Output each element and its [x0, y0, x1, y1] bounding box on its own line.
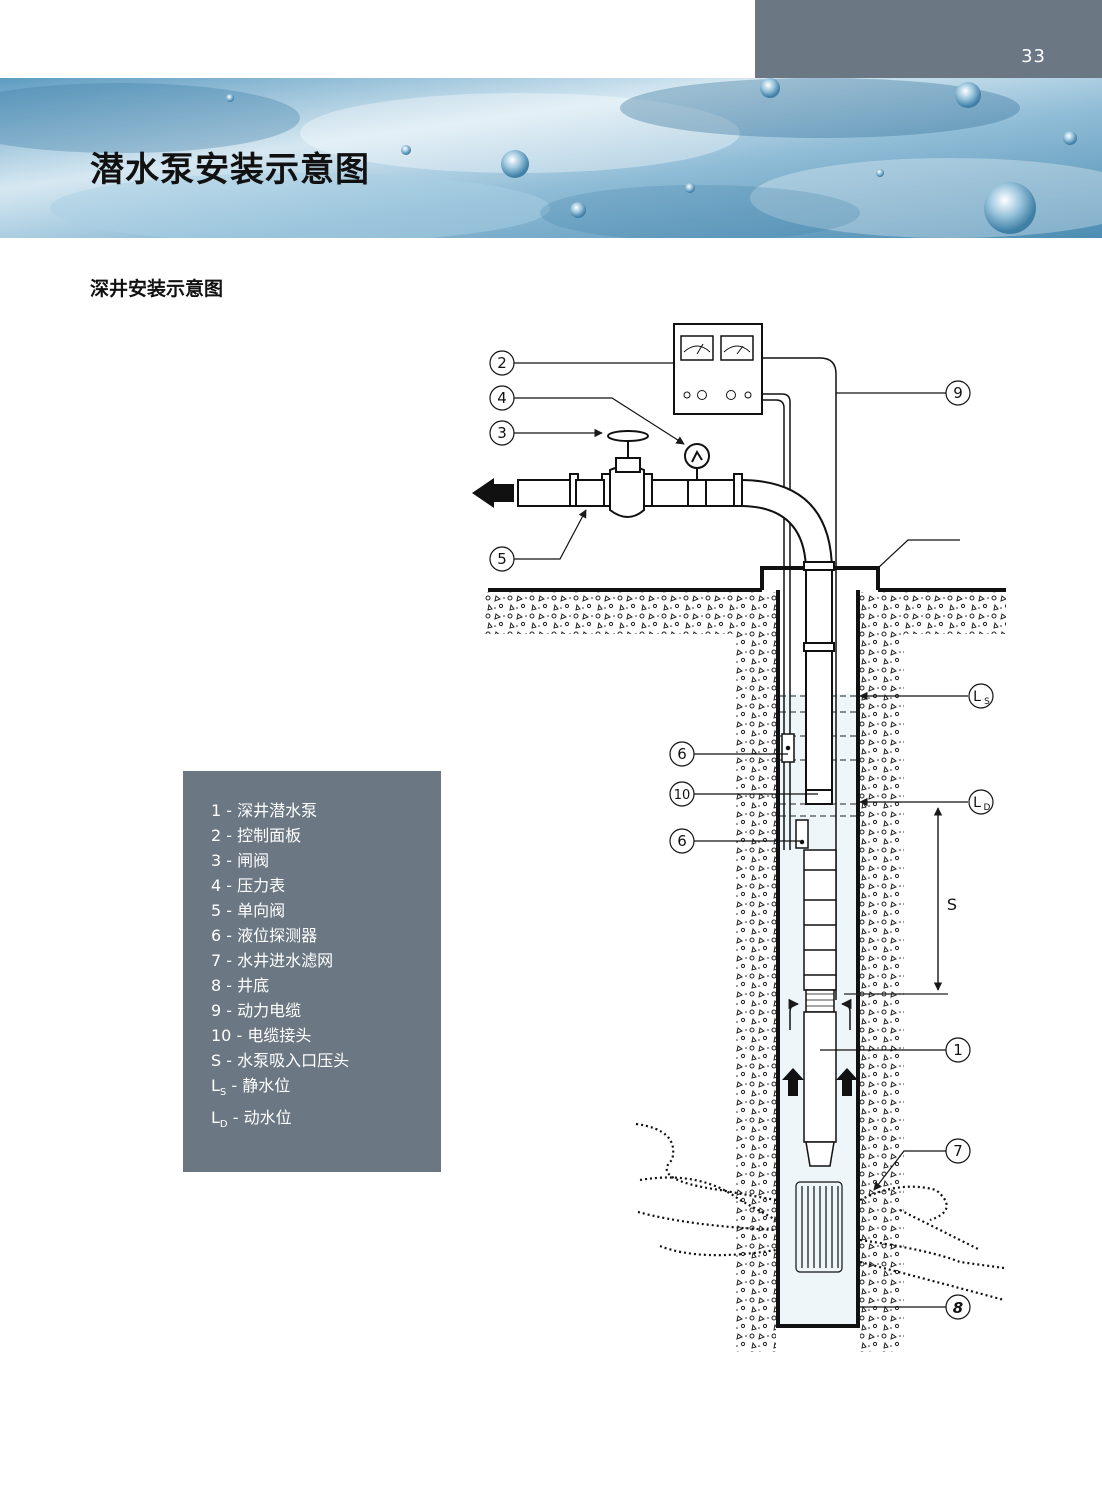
svg-text:3: 3 [497, 424, 507, 442]
legend-item: LD - 动水位 [211, 1108, 292, 1131]
callout-4: 4 [489, 385, 515, 411]
callout-ls: L S [968, 683, 994, 709]
control-panel [673, 323, 763, 415]
callout-1: 1 [945, 1037, 971, 1063]
callout-8: 8 [945, 1294, 971, 1320]
aquifer-strata [635, 1122, 1005, 1302]
svg-text:6: 6 [677, 745, 687, 763]
callout-3: 3 [489, 420, 515, 446]
legend-item: LS - 静水位 [211, 1076, 291, 1099]
submersible-pump [803, 849, 837, 1167]
callout-9: 9 [945, 380, 971, 406]
legend-item: 3 - 闸阀 [211, 851, 270, 870]
svg-text:D: D [984, 803, 991, 813]
deep-well-installation-diagram: 2 4 3 5 9 6 10 6 1 7 8 L S L D S [465, 320, 1010, 1364]
svg-text:1: 1 [953, 1041, 963, 1059]
legend-item: 6 - 液位探测器 [211, 926, 318, 945]
svg-text:10: 10 [674, 788, 691, 803]
ground [484, 588, 1006, 1352]
svg-text:4: 4 [497, 389, 507, 407]
legend-panel: 1 - 深井潜水泵 2 - 控制面板 3 - 闸阀 4 - 压力表 5 - 单向… [183, 771, 441, 1172]
section-title: 深井安装示意图 [90, 278, 224, 300]
page-title: 潜水泵安装示意图 [90, 150, 370, 190]
callout-10: 10 [669, 781, 695, 807]
water-droplets-image [0, 78, 1102, 238]
callout-6a: 6 [669, 741, 695, 767]
page-number: 33 [1021, 46, 1046, 67]
callouts: 2 4 3 5 9 6 10 6 1 7 8 L S L D S [489, 350, 994, 1320]
callout-7: 7 [945, 1138, 971, 1164]
discharge-pipe [517, 430, 835, 805]
page-number-tab: 33 [755, 0, 1102, 78]
svg-text:9: 9 [953, 384, 963, 402]
svg-text:L: L [973, 689, 981, 705]
legend-item: 1 - 深井潜水泵 [211, 801, 318, 820]
water-flow-arrows [782, 998, 858, 1096]
callout-6b: 6 [669, 828, 695, 854]
legend-list: 1 - 深井潜水泵 2 - 控制面板 3 - 闸阀 4 - 压力表 5 - 单向… [211, 798, 349, 1137]
legend-item: 2 - 控制面板 [211, 826, 302, 845]
water-banner [0, 78, 1102, 238]
well-screen [795, 1181, 843, 1273]
svg-text:5: 5 [497, 550, 507, 568]
svg-text:2: 2 [497, 354, 507, 372]
label-s: S [947, 895, 957, 914]
callout-ld: L D [968, 789, 994, 815]
callout-2: 2 [489, 350, 515, 376]
svg-text:L: L [973, 795, 981, 811]
legend-item: 8 - 井底 [211, 976, 270, 995]
svg-text:8: 8 [953, 1299, 963, 1317]
svg-text:6: 6 [677, 832, 687, 850]
legend-item: S - 水泵吸入口压头 [211, 1051, 350, 1070]
legend-item: 4 - 压力表 [211, 876, 286, 895]
cables [762, 357, 837, 1000]
legend-item: 10 - 电缆接头 [211, 1026, 312, 1045]
legend-item: 9 - 动力电缆 [211, 1001, 302, 1020]
callout-leaders [514, 362, 968, 1308]
well-schematic-svg: 2 4 3 5 9 6 10 6 1 7 8 L S L D S [472, 323, 1006, 1352]
flow-direction-arrow [472, 478, 514, 508]
svg-text:S: S [984, 697, 990, 707]
svg-text:7: 7 [953, 1142, 963, 1160]
legend-item: 7 - 水井进水滤网 [211, 951, 334, 970]
legend-item: 5 - 单向阀 [211, 901, 286, 920]
callout-5: 5 [489, 546, 515, 572]
